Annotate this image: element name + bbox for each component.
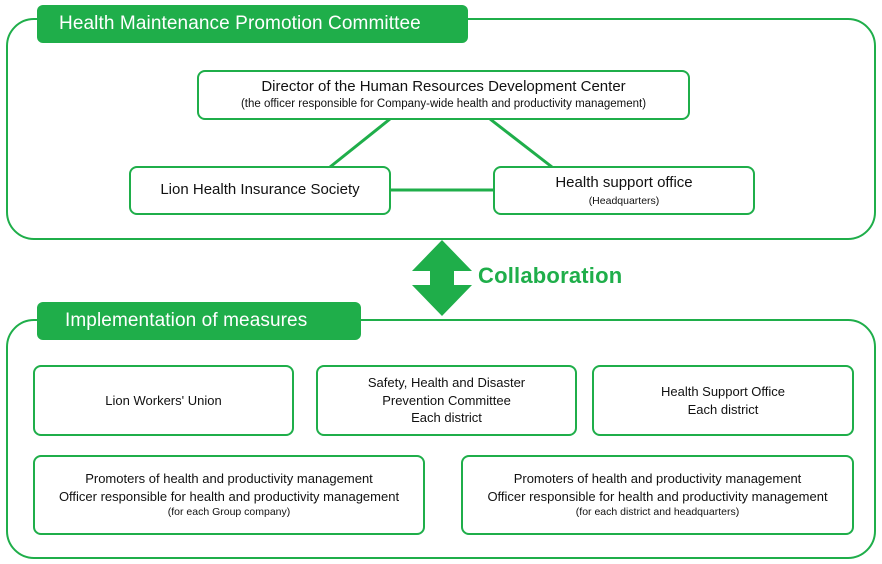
promoters-group-box: Promoters of health and productivity man…: [33, 455, 425, 535]
hso-district-line1: Health Support Office: [660, 383, 786, 399]
director-subtitle: (the officer responsible for Company-wid…: [240, 98, 647, 111]
hso-district-line2: Each district: [687, 401, 759, 417]
workers-union-label: Lion Workers' Union: [105, 392, 222, 408]
promoters-district-line3: (for each district and headquarters): [575, 506, 740, 519]
headquarters-label: (Headquarters): [588, 194, 660, 207]
insurance-society-label: Lion Health Insurance Society: [160, 181, 360, 199]
line-director-to-support: [489, 117, 553, 169]
insurance-society-box: Lion Health Insurance Society: [129, 166, 391, 215]
promoters-district-box: Promoters of health and productivity man…: [461, 455, 854, 535]
safety-committee-box: Safety, Health and Disaster Prevention C…: [316, 365, 577, 436]
promoters-group-line1: Promoters of health and productivity man…: [85, 471, 373, 487]
committee-title: Health Maintenance Promotion Committee: [37, 5, 468, 43]
safety-committee-line1: Safety, Health and Disaster: [367, 375, 526, 391]
safety-committee-line2: Prevention Committee: [382, 392, 511, 408]
health-support-office-label: Health support office: [555, 174, 693, 192]
implementation-title: Implementation of measures: [37, 302, 361, 340]
collaboration-label: Collaboration: [478, 263, 623, 288]
collaboration-arrow-icon: [412, 240, 472, 316]
promoters-group-line2: Officer responsible for health and produ…: [58, 488, 400, 504]
workers-union-box: Lion Workers' Union: [33, 365, 294, 436]
safety-committee-line3: Each district: [411, 410, 482, 426]
promoters-group-line3: (for each Group company): [167, 506, 291, 519]
health-support-office-district-box: Health Support Office Each district: [592, 365, 854, 436]
promoters-district-line2: Officer responsible for health and produ…: [487, 488, 828, 504]
director-title: Director of the Human Resources Developm…: [261, 78, 626, 96]
director-box: Director of the Human Resources Developm…: [197, 70, 690, 120]
promoters-district-line1: Promoters of health and productivity man…: [513, 471, 802, 487]
health-support-office-hq-box: Health support office (Headquarters): [493, 166, 755, 215]
line-director-to-insurance: [329, 117, 391, 169]
